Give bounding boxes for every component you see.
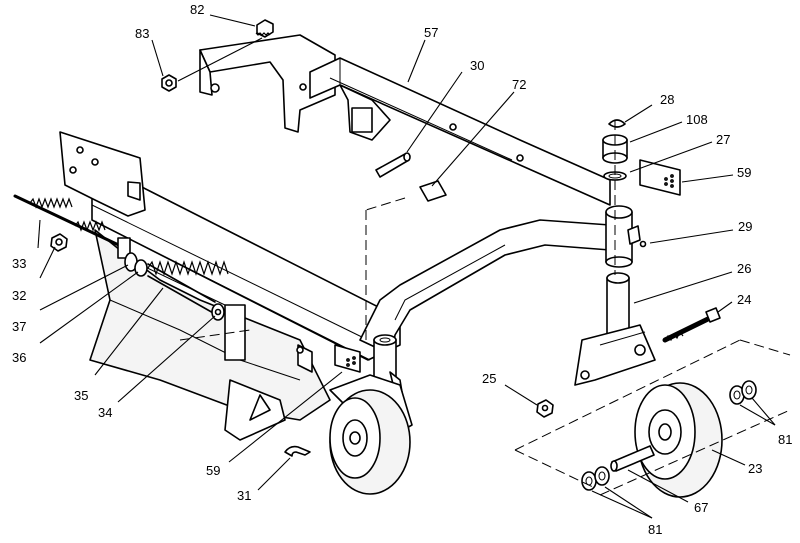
callout-32: 32 bbox=[12, 288, 26, 303]
callout-29: 29 bbox=[738, 219, 752, 234]
spacer-assembly bbox=[124, 252, 148, 277]
front-decal bbox=[334, 344, 361, 373]
frame-front-crossmember bbox=[59, 131, 401, 361]
callout-labels: 82 83 57 30 72 28 108 27 59 29 26 24 25 … bbox=[12, 2, 792, 537]
callout-30: 30 bbox=[470, 58, 484, 73]
callout-57: 57 bbox=[424, 25, 438, 40]
compression-spring bbox=[147, 260, 229, 315]
callout-33: 33 bbox=[12, 256, 26, 271]
callout-25: 25 bbox=[482, 371, 496, 386]
frame-rear-crossmember bbox=[309, 57, 611, 206]
caster-wheel-right bbox=[634, 382, 723, 498]
callout-81-right: 81 bbox=[778, 432, 792, 447]
callout-31: 31 bbox=[237, 488, 251, 503]
rear-mount-bracket bbox=[199, 34, 336, 133]
callout-23: 23 bbox=[748, 461, 762, 476]
caster-fork bbox=[574, 272, 656, 386]
callout-108: 108 bbox=[686, 112, 708, 127]
callout-36: 36 bbox=[12, 350, 26, 365]
jam-nut bbox=[50, 233, 68, 252]
front-caster-assembled bbox=[329, 334, 413, 495]
callout-35: 35 bbox=[74, 388, 88, 403]
callout-72: 72 bbox=[512, 77, 526, 92]
caster-pivot-housing bbox=[605, 205, 647, 268]
axle-spacer-tube bbox=[610, 445, 655, 472]
adjustment-rod bbox=[13, 194, 131, 259]
axle-nut bbox=[536, 399, 554, 418]
callout-82: 82 bbox=[190, 2, 204, 17]
callout-83: 83 bbox=[135, 26, 149, 41]
callout-leaders bbox=[37, 14, 776, 519]
callout-27: 27 bbox=[716, 132, 730, 147]
assembly-centerlines bbox=[179, 120, 791, 496]
callout-59-upper: 59 bbox=[737, 165, 751, 180]
callout-34: 34 bbox=[98, 405, 112, 420]
callout-59-lower: 59 bbox=[206, 463, 220, 478]
callout-24: 24 bbox=[737, 292, 751, 307]
callout-26: 26 bbox=[737, 261, 751, 276]
caster-decal bbox=[639, 159, 681, 196]
callout-81-bottom: 81 bbox=[648, 522, 662, 537]
washers-right bbox=[729, 380, 757, 405]
hairpin-cotter bbox=[284, 445, 311, 457]
bolt-82 bbox=[255, 19, 274, 38]
clevis-pin bbox=[375, 152, 411, 178]
nut-83 bbox=[161, 74, 177, 92]
callout-67: 67 bbox=[694, 500, 708, 515]
callout-37: 37 bbox=[12, 319, 26, 334]
axle-bolt bbox=[662, 307, 721, 343]
decal-plate bbox=[419, 180, 447, 202]
washers-left bbox=[581, 466, 610, 491]
callout-28: 28 bbox=[660, 92, 674, 107]
spring-retainer-nut bbox=[211, 303, 225, 321]
